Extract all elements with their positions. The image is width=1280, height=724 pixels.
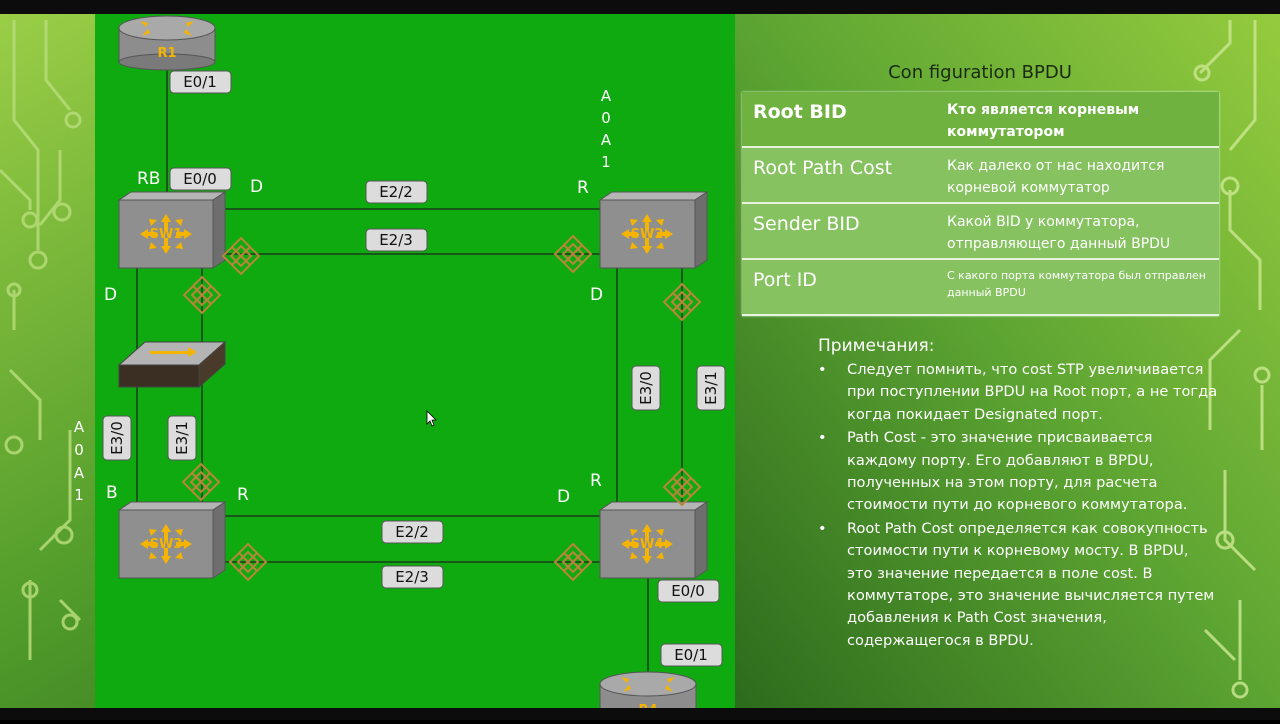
bpdu-field-name: Port ID [742,259,935,316]
port-label: E2/3 [381,565,444,589]
mouse-cursor-icon [426,410,437,427]
bpdu-field-desc: С какого порта коммутатора был отправлен… [935,259,1219,316]
hub-icon [118,364,200,388]
port-role: RB [137,169,160,189]
table-row: Port ID С какого порта коммутатора был о… [742,259,1219,316]
switch-icon [599,509,696,579]
bpdu-field-desc: Кто является корневым коммутатором [935,92,1219,148]
port-role: D [104,285,117,305]
port-label: E0/1 [660,643,723,667]
port-role: D [250,177,263,197]
port-label: E2/3 [365,228,428,252]
switch-sw2[interactable]: SW2 [598,191,709,269]
bpdu-field-desc: Какой BID у коммутатора, отправляющего д… [935,203,1219,260]
svg-text:E2/2: E2/2 [395,523,429,541]
router-icon [599,671,697,697]
port-role: D [557,487,570,507]
svg-text:0: 0 [74,441,84,459]
svg-text:E3/0: E3/0 [108,421,126,455]
svg-text:A: A [74,464,85,482]
list-item: Root Path Cost определяется как совокупн… [818,518,1218,652]
vertical-label-right: A 0 A 1 [601,87,612,171]
svg-text:0: 0 [601,109,611,127]
bpdu-field-name: Root Path Cost [742,147,935,204]
notes-section: Примечания: Следует помнить, что cost ST… [818,336,1218,653]
svg-text:E0/1: E0/1 [674,646,708,664]
switch-icon [599,199,696,269]
port-role: B [106,483,118,503]
router-icon [118,15,216,41]
svg-text:E3/1: E3/1 [702,371,720,405]
switch-sw3-name: SW3 [150,537,183,552]
svg-text:A: A [601,87,612,105]
bpdu-field-name: Sender BID [742,203,935,260]
port-labels: E0/1 E0/0 E2/2 E2/3 E2/2 E2/3 E0/0 E0/1 [102,70,726,667]
table-row: Root Path Cost Как далеко от нас находит… [742,147,1219,204]
svg-text:E0/0: E0/0 [183,170,217,188]
switch-icon [118,199,214,269]
circuit-decoration-left [0,20,82,660]
vertical-label-left: A 0 A 1 [74,418,85,504]
bpdu-field-desc: Как далеко от нас находится корневой ком… [935,147,1219,204]
list-item: Path Cost - это значение присваивается к… [818,427,1218,517]
svg-text:1: 1 [74,486,84,504]
switch-icon [118,509,214,579]
table-row: Sender BID Какой BID у коммутатора, отпр… [742,203,1219,260]
port-label: E0/0 [169,167,232,191]
switch-sw1-name: SW1 [150,227,183,242]
svg-text:E2/3: E2/3 [379,231,413,249]
svg-text:E0/1: E0/1 [183,73,217,91]
port-label: E3/1 [167,415,197,461]
router-r1[interactable]: R1 [118,15,216,71]
svg-text:1: 1 [601,153,611,171]
letterbox-bottom [0,708,1280,720]
port-label: E3/0 [102,415,132,461]
switch-sw4-name: SW4 [631,537,664,552]
list-item: Следует помнить, что cost STP увеличивае… [818,359,1218,426]
port-roles: RB D D R D B R D R [104,169,603,507]
svg-text:A: A [601,131,612,149]
svg-text:E2/2: E2/2 [379,183,413,201]
port-role: D [590,285,603,305]
switch-sw4[interactable]: SW4 [598,501,709,579]
svg-text:E3/1: E3/1 [173,421,191,455]
port-role: R [590,471,602,491]
router-r1-name: R1 [157,46,176,61]
port-label: E0/0 [657,579,720,603]
table-row: Root BID Кто является корневым коммутато… [742,92,1219,148]
switch-sw2-name: SW2 [631,227,664,242]
port-label: E2/2 [381,520,444,544]
bpdu-panel-title: Con figuration BPDU [888,62,1072,83]
hub-device[interactable] [117,340,227,389]
svg-text:E3/0: E3/0 [637,371,655,405]
svg-text:E2/3: E2/3 [395,568,429,586]
port-label: E3/1 [696,365,726,411]
notes-list: Следует помнить, что cost STP увеличивае… [818,359,1218,652]
svg-text:A: A [74,418,85,436]
switch-sw3[interactable]: SW3 [117,501,227,579]
letterbox-top [0,0,1280,14]
bpdu-fields-table: Root BID Кто является корневым коммутато… [742,92,1219,316]
bpdu-field-name: Root BID [742,92,935,148]
switch-sw1[interactable]: SW1 [117,191,227,269]
notes-title: Примечания: [818,336,935,356]
port-label: E2/2 [365,180,428,204]
port-role: R [237,485,249,505]
port-role: R [577,178,589,198]
port-label: E0/1 [169,70,232,94]
svg-text:E0/0: E0/0 [671,582,705,600]
port-label: E3/0 [631,365,661,411]
